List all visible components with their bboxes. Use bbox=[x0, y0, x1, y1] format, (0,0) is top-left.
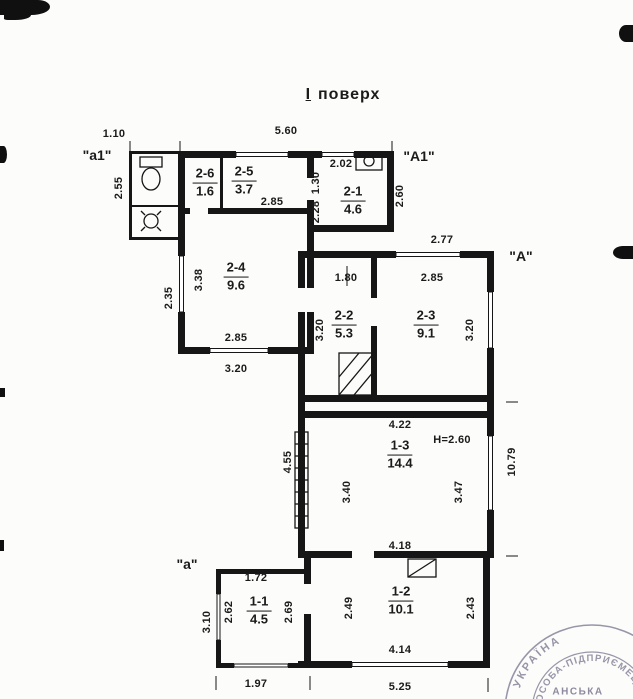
dim-label: 4.22 bbox=[388, 419, 412, 431]
windows bbox=[179, 152, 493, 668]
dim-label: 1.72 bbox=[244, 572, 268, 584]
toilet-icon bbox=[139, 156, 163, 191]
dim-label: 2.69 bbox=[283, 600, 295, 624]
dim-label: 3.10 bbox=[201, 610, 213, 634]
room-label-2-3: 2-3 9.1 bbox=[413, 308, 439, 342]
room-label-2-1: 2-1 4.6 bbox=[340, 184, 366, 218]
scan-artifact bbox=[0, 388, 5, 397]
dim-label: 3.40 bbox=[341, 480, 353, 504]
dim-label: 2.85 bbox=[260, 196, 284, 208]
dim-label: 10.79 bbox=[506, 447, 518, 477]
dim-label: 5.25 bbox=[388, 681, 412, 693]
stamp-country-text: УКРАЇНА bbox=[511, 634, 563, 689]
dim-label: 2.43 bbox=[465, 596, 477, 620]
stove-icon bbox=[407, 558, 437, 578]
room-label-2-6: 2-6 1.6 bbox=[192, 166, 218, 200]
dim-label: 2.77 bbox=[430, 234, 454, 246]
scan-artifact bbox=[0, 146, 7, 163]
dim-label: 3.20 bbox=[464, 318, 476, 342]
dim-label: 2.49 bbox=[343, 596, 355, 620]
dim-label: 1.30 bbox=[310, 171, 322, 195]
room-label-2-4: 2-4 9.6 bbox=[223, 260, 249, 294]
section-label-a1: "а1" bbox=[82, 147, 112, 163]
section-label-A1: "А1" bbox=[403, 148, 435, 164]
dim-label: 2.55 bbox=[113, 176, 125, 200]
room-label-2-5: 2-5 3.7 bbox=[231, 164, 257, 198]
stairs-hatch-icon bbox=[338, 352, 375, 396]
dim-label: 2.28 bbox=[310, 200, 322, 224]
walls bbox=[129, 151, 494, 668]
dimension-ticks bbox=[129, 141, 518, 692]
room-label-2-2: 2-2 5.3 bbox=[331, 308, 357, 342]
room-label-1-3: 1-3 14.4 bbox=[387, 437, 413, 471]
dim-label: 1.10 bbox=[102, 128, 126, 140]
dim-label: 2.35 bbox=[163, 286, 175, 310]
stamp-name-text: АНСЬКА bbox=[552, 686, 604, 698]
section-label-A: "А" bbox=[509, 248, 533, 264]
dim-label: 3.38 bbox=[193, 268, 205, 292]
dim-label: 3.20 bbox=[314, 318, 326, 342]
dim-label: 1.80 bbox=[334, 272, 358, 284]
dim-label: 2.02 bbox=[329, 158, 353, 170]
ceiling-height-note: H=2.60 bbox=[433, 434, 471, 446]
dim-label: 3.47 bbox=[453, 480, 465, 504]
dim-label: 2.85 bbox=[224, 332, 248, 344]
dim-label: 3.20 bbox=[224, 363, 248, 375]
dim-label: 4.18 bbox=[388, 540, 412, 552]
dim-label: 2.60 bbox=[394, 184, 406, 208]
section-label-a: "а" bbox=[176, 556, 198, 572]
scan-artifact bbox=[0, 540, 4, 551]
dim-label: 2.85 bbox=[420, 272, 444, 284]
dim-label: 4.14 bbox=[388, 644, 412, 656]
flue-ladder-icon bbox=[294, 431, 309, 529]
dim-label: 5.60 bbox=[274, 125, 298, 137]
lamp-icon bbox=[140, 210, 162, 232]
scan-artifact bbox=[619, 25, 633, 42]
scan-artifact bbox=[4, 11, 31, 20]
title-text: поверх bbox=[318, 86, 381, 103]
dim-label: 2.62 bbox=[223, 600, 235, 624]
scan-artifact bbox=[613, 246, 633, 259]
sink-icon bbox=[355, 152, 383, 171]
title-numeral: І bbox=[305, 86, 312, 103]
room-label-1-2: 1-2 10.1 bbox=[388, 583, 414, 617]
room-label-1-1: 1-1 4.5 bbox=[246, 594, 272, 628]
dim-label: 1.97 bbox=[244, 678, 268, 690]
dim-label: 4.55 bbox=[282, 450, 294, 474]
